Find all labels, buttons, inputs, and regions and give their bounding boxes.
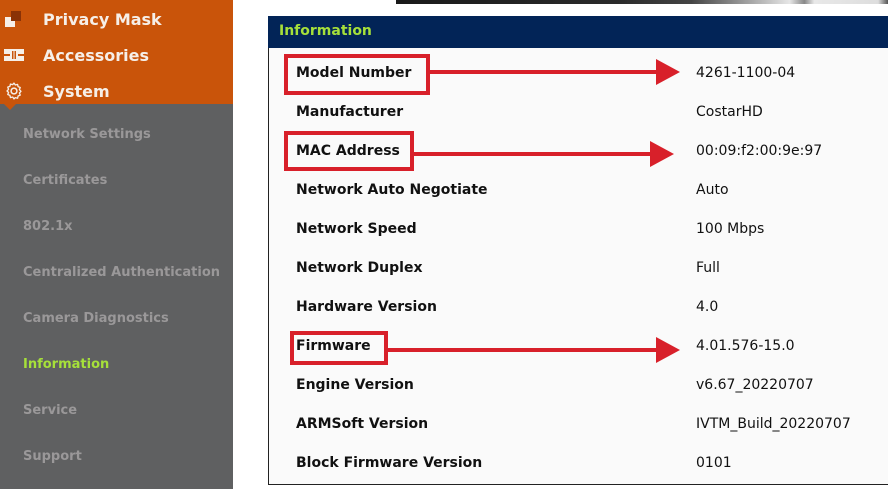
row-label: ARMSoft Version: [296, 416, 429, 432]
row-value: Auto: [696, 182, 729, 198]
sidebar-item-information[interactable]: Information: [23, 357, 110, 372]
highlight-box-mac-address: [284, 131, 414, 171]
highlight-box-model-number: [284, 54, 430, 95]
accessories-icon: [4, 49, 24, 61]
sidebar-item-service[interactable]: Service: [23, 403, 78, 418]
sidebar-item-privacy-mask[interactable]: Privacy Mask: [0, 1, 233, 37]
arrow-mac-address-icon: [414, 141, 674, 167]
row-value: IVTM_Build_20220707: [696, 416, 851, 432]
row-label: Network Auto Negotiate: [296, 182, 488, 198]
sidebar-item-802-1x[interactable]: 802.1x: [23, 219, 73, 234]
sidebar-item-camera-diagnostics[interactable]: Camera Diagnostics: [23, 311, 169, 326]
privacy-mask-icon: [5, 11, 21, 27]
row-label: Hardware Version: [296, 299, 437, 315]
row-value: 4.01.576-15.0: [696, 338, 795, 354]
row-label: MAC Address: [296, 143, 400, 159]
sidebar-item-certificates[interactable]: Certificates: [23, 173, 108, 188]
row-label: Engine Version: [296, 377, 414, 393]
sidebar-item-support[interactable]: Support: [23, 449, 82, 464]
information-table: [268, 48, 888, 485]
arrow-model-number-icon: [430, 59, 680, 85]
row-value: 100 Mbps: [696, 221, 765, 237]
gear-icon: [6, 82, 22, 100]
row-label: Block Firmware Version: [296, 455, 483, 471]
panel-title: Information: [279, 23, 372, 39]
row-value: 4261-1100-04: [696, 65, 796, 81]
row-label: Model Number: [296, 65, 412, 81]
top-image-strip: [396, 0, 888, 4]
sidebar-main-section: [0, 0, 233, 104]
sidebar-item-accessories[interactable]: Accessories: [0, 37, 233, 73]
row-label: Network Duplex: [296, 260, 423, 276]
sidebar-item-network-settings[interactable]: Network Settings: [23, 127, 151, 142]
sidebar-item-label: Privacy Mask: [43, 9, 162, 29]
row-value: Full: [696, 260, 720, 276]
sidebar-item-label: System: [43, 81, 110, 101]
sidebar-item-label: Accessories: [43, 45, 149, 65]
row-value: 4.0: [696, 299, 719, 315]
row-label: Firmware: [296, 338, 371, 354]
row-value: v6.67_20220707: [696, 377, 814, 393]
arrow-firmware-icon: [388, 337, 680, 363]
row-value: 0101: [696, 455, 732, 471]
row-value: 00:09:f2:00:9e:97: [696, 143, 823, 159]
row-value: CostarHD: [696, 104, 763, 120]
row-label: Manufacturer: [296, 104, 404, 120]
panel-header: Information: [268, 16, 888, 48]
row-label: Network Speed: [296, 221, 417, 237]
active-section-indicator: [4, 104, 16, 110]
sidebar-item-system[interactable]: System: [0, 73, 233, 109]
highlight-box-firmware: [290, 331, 388, 365]
sidebar: Privacy Mask Accessories System Network …: [0, 0, 233, 489]
sidebar-item-centralized-authentication[interactable]: Centralized Authentication: [23, 265, 220, 280]
